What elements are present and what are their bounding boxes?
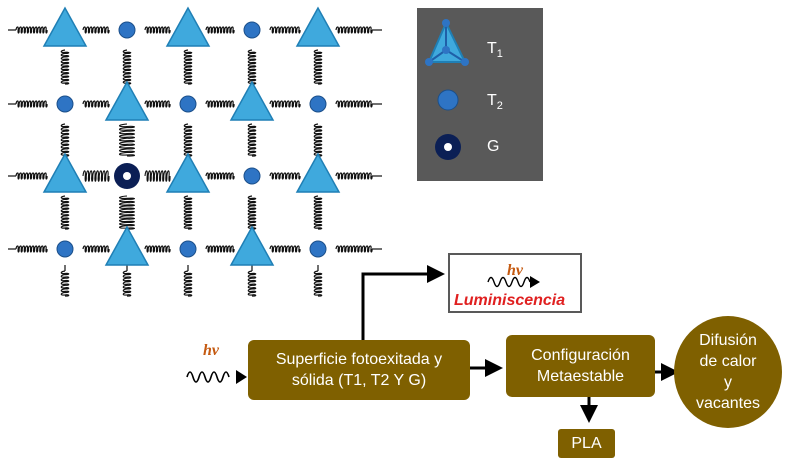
tetrahedral-site-t1 [104, 80, 150, 121]
config-line-2: Metaestable [536, 368, 625, 385]
tetrahedral-site-t1 [165, 6, 211, 47]
vertical-spring [313, 195, 323, 230]
tetrahedral-site-t2 [179, 240, 197, 258]
vertical-spring [118, 123, 136, 157]
horizontal-spring [144, 170, 171, 182]
config-box: Configuración Metaestable [506, 335, 655, 397]
legend-t1-label: T1 [487, 40, 503, 61]
horizontal-spring [335, 100, 373, 108]
vertical-spring [247, 195, 257, 230]
surface-line-2: sólida (T1, T2 Y G) [291, 372, 427, 389]
tetrahedral-site-t1 [42, 6, 88, 47]
horizontal-spring [82, 170, 110, 182]
luminescence-label: Luminiscencia [454, 292, 566, 309]
diffusion-line-2: de calor [699, 353, 757, 370]
horizontal-spring [82, 100, 110, 108]
diffusion-line-1: Difusión [699, 332, 757, 349]
vertical-spring [60, 123, 70, 157]
horizontal-spring [15, 172, 48, 180]
horizontal-spring [335, 245, 373, 253]
horizontal-spring [144, 245, 171, 253]
horizontal-spring [269, 100, 301, 108]
tetrahedral-site-t2 [56, 95, 74, 113]
diffusion-line-4: vacantes [695, 395, 761, 412]
horizontal-spring [269, 172, 301, 180]
vertical-spring [183, 195, 193, 230]
horizontal-spring [144, 26, 171, 34]
diffusion-line-3: y [724, 374, 732, 391]
luminescence-box: hv Luminiscencia [448, 253, 582, 313]
vertical-spring [313, 270, 323, 297]
legend-g-icon [435, 134, 461, 160]
config-line-1: Configuración [531, 347, 630, 364]
vertical-spring [313, 49, 323, 85]
horizontal-spring [82, 245, 110, 253]
horizontal-spring [15, 245, 48, 253]
tetrahedral-site-t1 [165, 152, 211, 193]
horizontal-spring [335, 172, 373, 180]
horizontal-spring [205, 26, 235, 34]
surface-box: Superficie fotoexitada y sólida (T1, T2 … [248, 340, 470, 400]
horizontal-spring [205, 172, 235, 180]
horizontal-spring [269, 26, 301, 34]
pla-label: PLA [571, 434, 602, 452]
legend-symbols [425, 19, 469, 160]
vertical-spring [122, 270, 132, 297]
input-wave-icon [186, 371, 230, 383]
tetrahedral-site-t2 [56, 240, 74, 258]
horizontal-spring [335, 26, 373, 34]
horizontal-spring [269, 245, 301, 253]
vertical-spring [313, 123, 323, 157]
tetrahedral-site-t2 [309, 95, 327, 113]
vertical-spring [247, 49, 257, 85]
horizontal-spring [15, 26, 48, 34]
tetrahedral-site-t1 [42, 152, 88, 193]
input-hv-label: hv [203, 342, 219, 359]
tetrahedral-site-t2 [309, 240, 327, 258]
legend-g-label: G [487, 138, 500, 155]
horizontal-spring [205, 245, 235, 253]
vertical-spring [60, 270, 70, 297]
tetrahedral-site-t2 [243, 21, 261, 39]
vertical-spring [60, 49, 70, 85]
tetrahedral-site-t1 [295, 152, 341, 193]
pla-box: PLA [558, 429, 615, 458]
vertical-spring [60, 195, 70, 230]
vertical-spring [183, 49, 193, 85]
tetrahedral-site-t1 [295, 6, 341, 47]
horizontal-spring [15, 100, 48, 108]
vertical-spring [247, 123, 257, 157]
guest-site-center [123, 172, 131, 180]
legend-t1-icon [425, 19, 469, 66]
vertical-spring [122, 49, 132, 85]
tetrahedral-site-t2 [179, 95, 197, 113]
vertical-spring [183, 270, 193, 297]
legend-panel: T1 T2 G [417, 8, 543, 181]
vertical-spring [118, 195, 136, 230]
tetrahedral-site-t1 [104, 225, 150, 266]
tetrahedral-site-t2 [118, 21, 136, 39]
horizontal-spring [144, 100, 171, 108]
surface-line-1: Superficie fotoexitada y [275, 351, 443, 368]
lattice-diagram [8, 6, 382, 297]
vertical-spring [183, 123, 193, 157]
tetrahedral-site-t1 [229, 80, 275, 121]
diffusion-circle: Difusión de calor y vacantes [674, 316, 782, 428]
horizontal-spring [205, 100, 235, 108]
tetrahedral-site-t2 [243, 167, 261, 185]
horizontal-spring [82, 26, 110, 34]
luminescence-wave-icon [487, 276, 540, 288]
luminescence-hv-label: hv [507, 262, 523, 279]
legend-t2-label: T2 [487, 92, 503, 113]
vertical-spring [247, 270, 257, 297]
tetrahedral-site-t1 [229, 225, 275, 266]
legend-t2-icon [437, 89, 459, 111]
